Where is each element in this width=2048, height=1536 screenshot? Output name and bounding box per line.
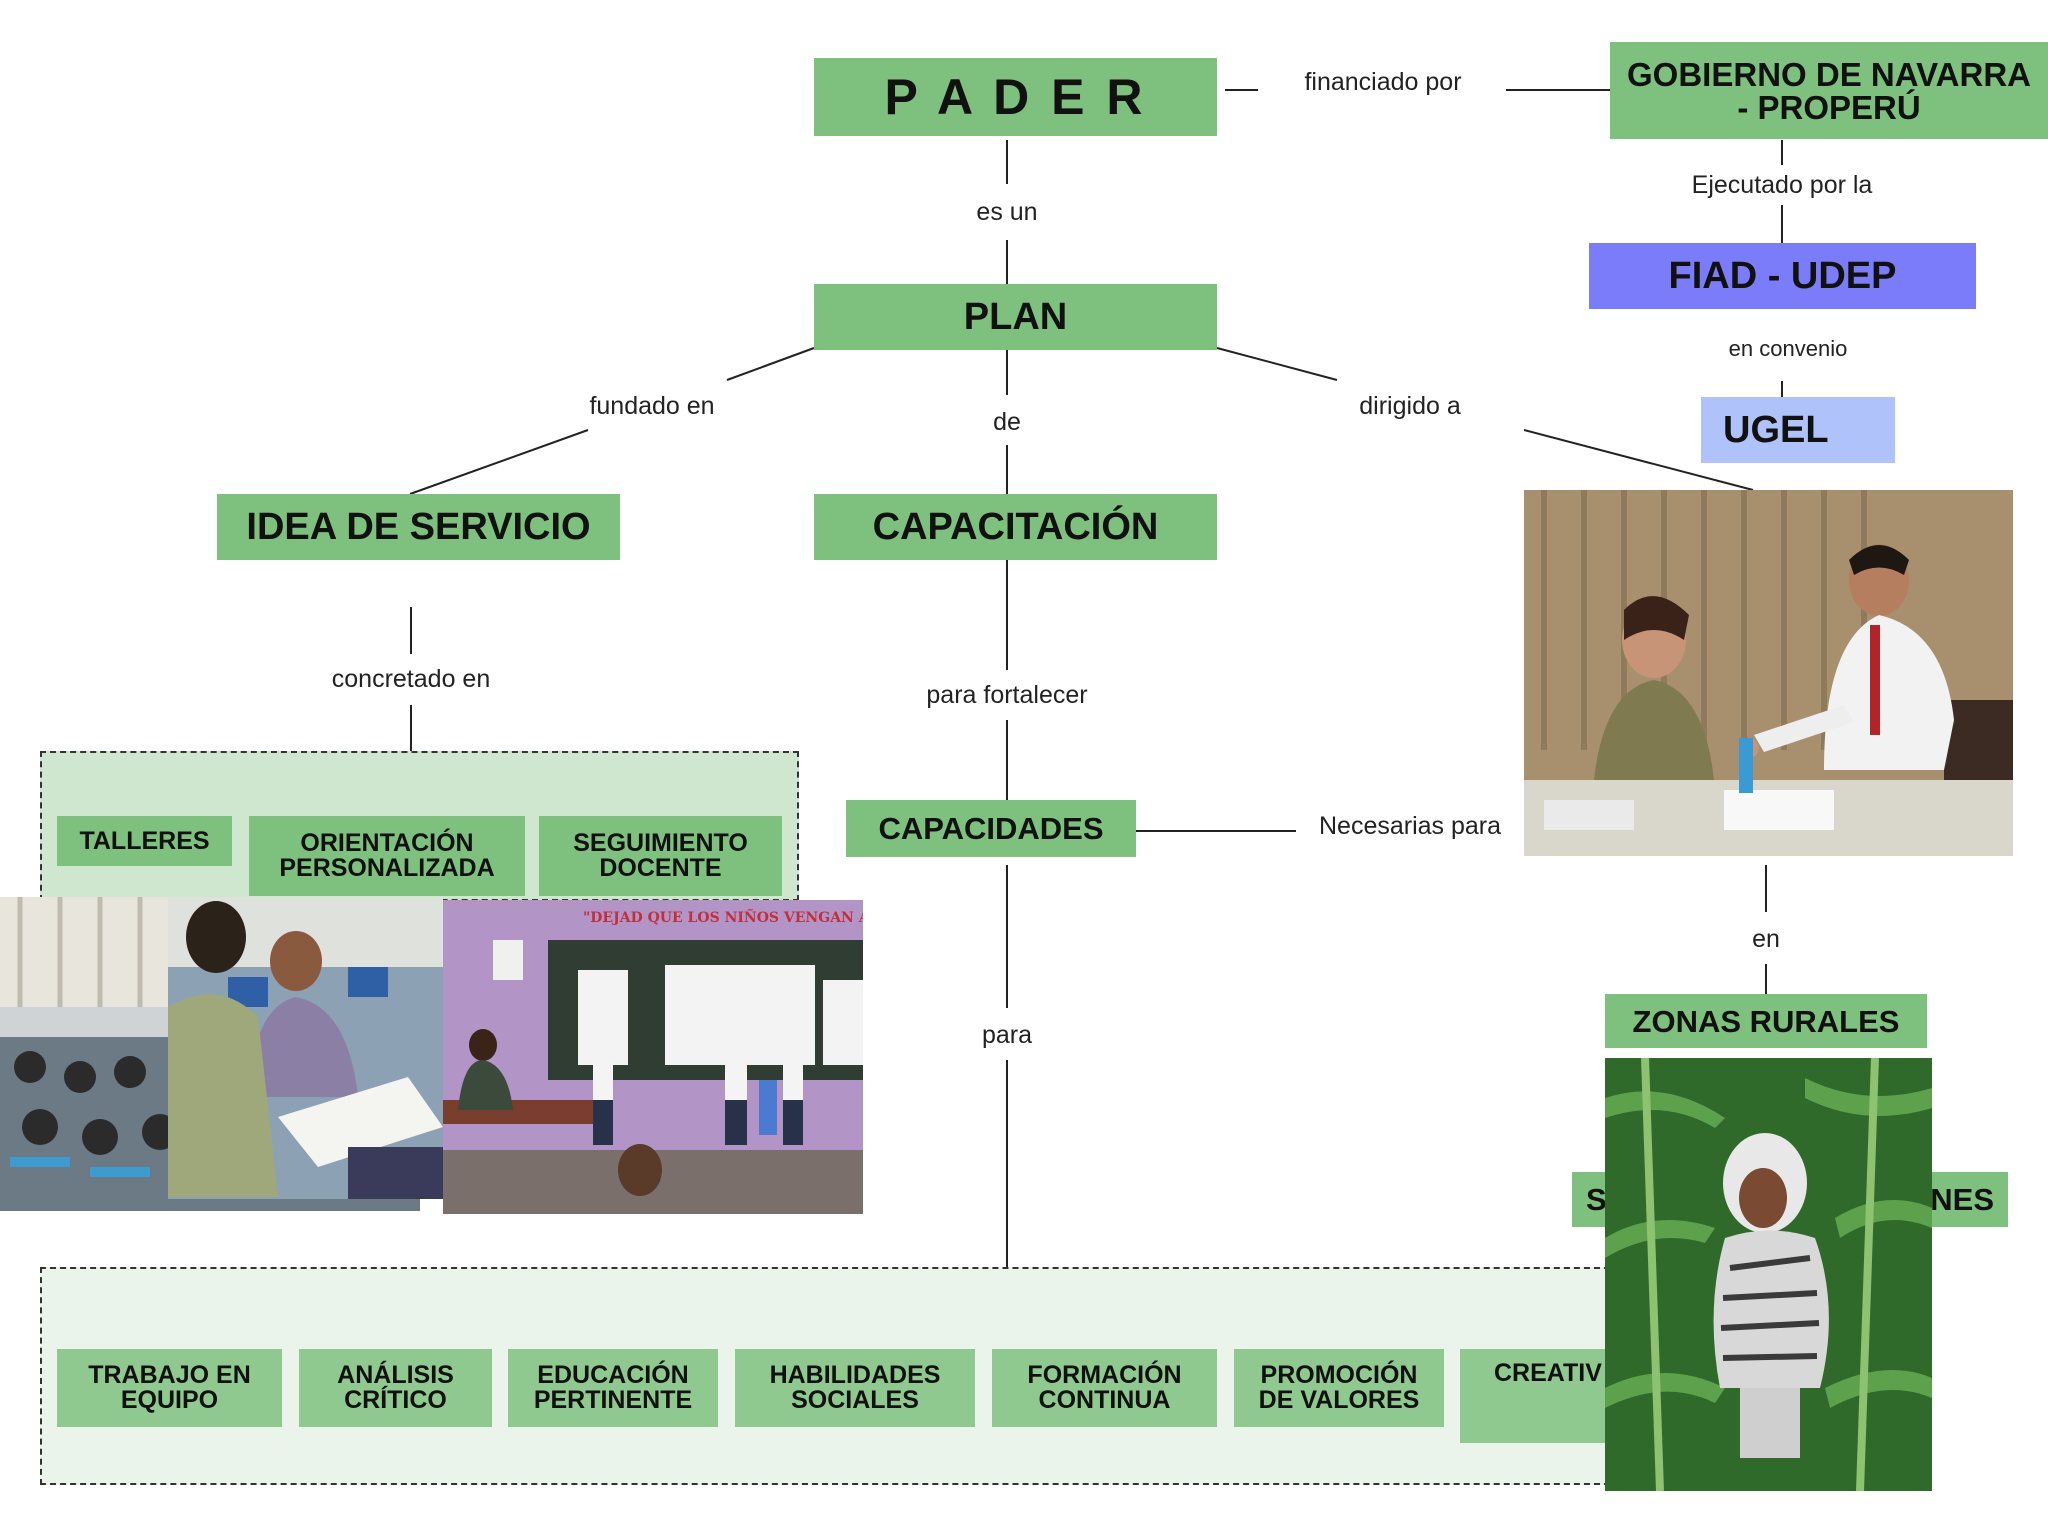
zonas-rurales-node: ZONAS RURALES [1605,994,1927,1048]
label-ejecutado-por: Ejecutado por la [1691,171,1873,199]
capacitacion-node: CAPACITACIÓN [814,494,1217,560]
capacity-item-habilidades-sociales: HABILIDADES SOCIALES [735,1349,975,1427]
label-es-un: es un [976,198,1038,226]
capacity-item-promocion-valores: PROMOCIÓN DE VALORES [1234,1349,1444,1427]
label-de: de [993,408,1021,436]
capacity-item-educacion-pertinente: EDUCACIÓN PERTINENTE [508,1349,718,1427]
service-item-seguimiento: SEGUIMIENTO DOCENTE [539,816,782,896]
service-item-talleres: TALLERES [57,816,232,866]
capacidades-node: CAPACIDADES [846,800,1136,857]
photo-rural-child [1605,1058,1932,1491]
photo-handshake [1524,490,2013,856]
hidden-node-left-text: S [1586,1182,1607,1217]
classroom-banner-text: "DEJAD QUE LOS NIÑOS VENGAN A [583,907,863,926]
ugel-node: UGEL [1701,397,1895,463]
hidden-node-right-text: NES [1930,1182,1994,1217]
fiad-udep-node: FIAD - UDEP [1589,243,1976,309]
photo-classroom: "DEJAD QUE LOS NIÑOS VENGAN A [443,900,863,1214]
idea-de-servicio-node: IDEA DE SERVICIO [217,494,620,560]
plan-node: PLAN [814,284,1217,350]
capacity-item-creatividad-partial: CREATIV [1460,1349,1630,1443]
service-item-orientacion: ORIENTACIÓN PERSONALIZADA [249,816,525,896]
label-para-fortalecer: para fortalecer [926,681,1088,709]
label-fundado-en: fundado en [589,392,715,420]
capacity-item-trabajo-equipo: TRABAJO EN EQUIPO [57,1349,282,1427]
label-necesarias-para: Necesarias para [1318,812,1502,840]
gobierno-node: GOBIERNO DE NAVARRA - PROPERÚ [1610,42,2048,139]
label-en: en [1752,925,1780,953]
label-concretado-en: concretado en [331,665,491,693]
pader-node: P A D E R [814,58,1217,136]
capacity-item-formacion-continua: FORMACIÓN CONTINUA [992,1349,1217,1427]
label-en-convenio: en convenio [1728,336,1848,361]
label-para: para [981,1021,1033,1049]
capacity-item-analisis-critico: ANÁLISIS CRÍTICO [299,1349,492,1427]
label-financiado-por: financiado por [1304,68,1462,96]
photo-orientation [168,897,443,1199]
label-dirigido-a: dirigido a [1359,392,1461,420]
